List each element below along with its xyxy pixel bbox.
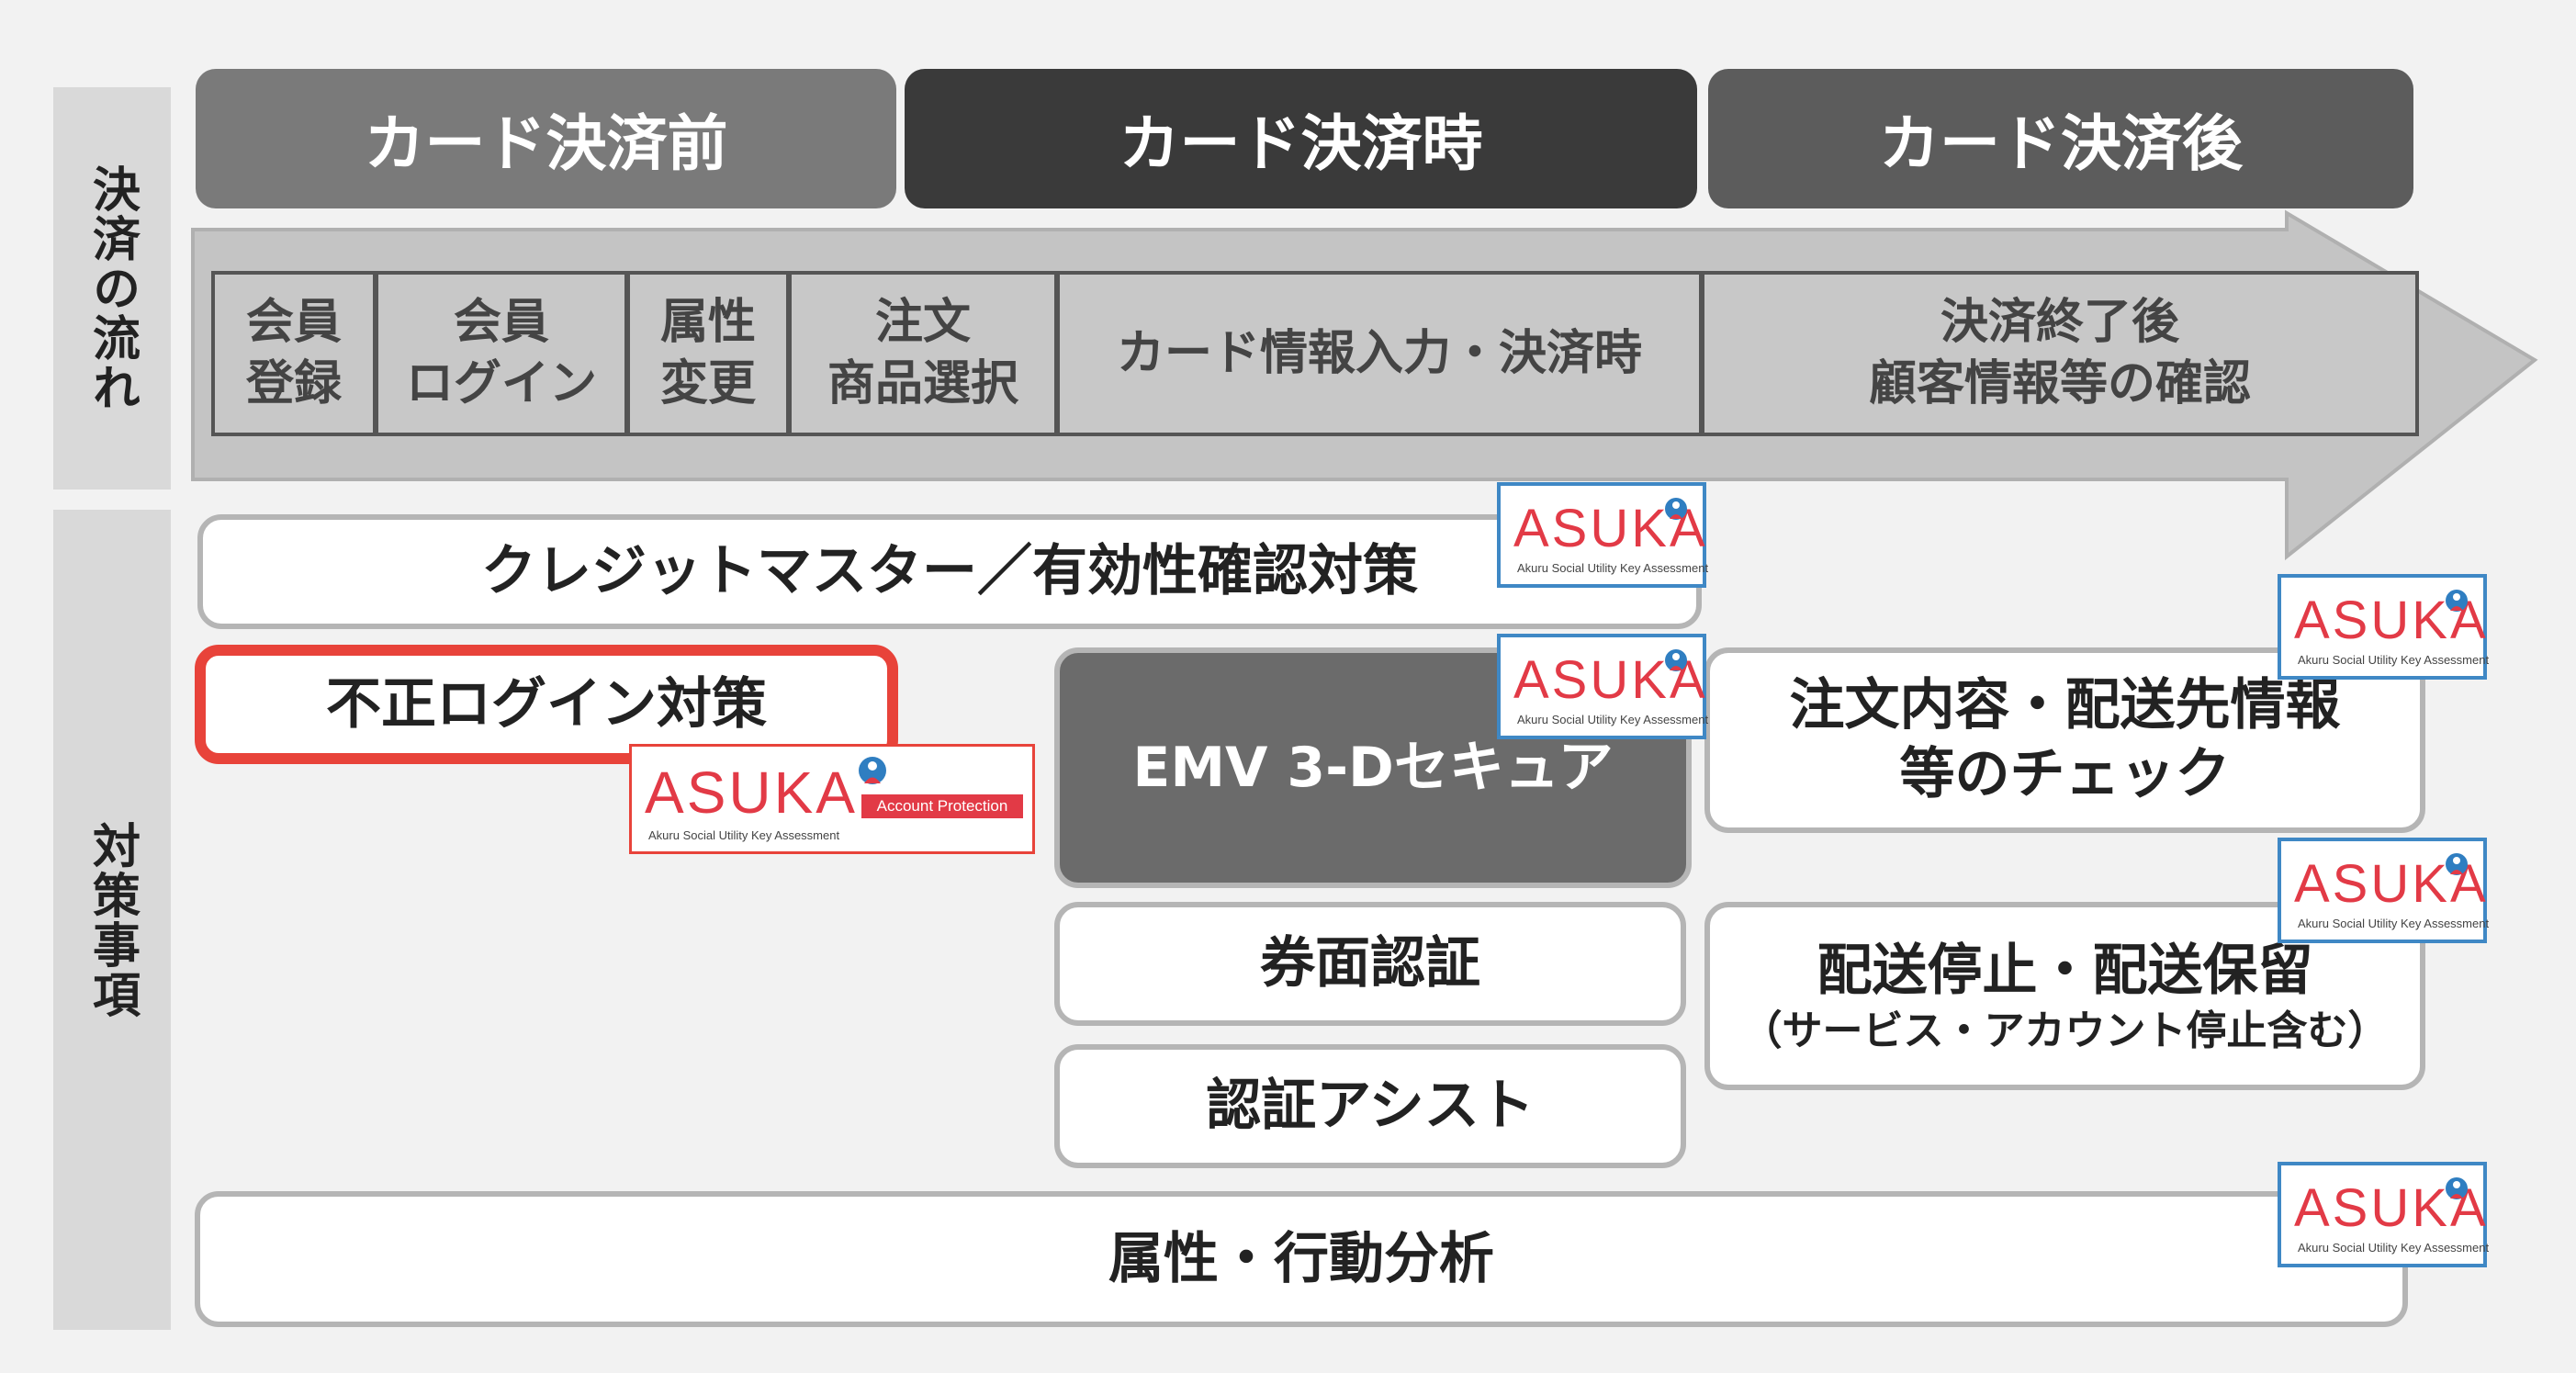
asuka-logo-badge: ASUKA Akuru Social Utility Key Assessmen… [2278, 838, 2490, 943]
phase-during-label: カード決済時 [1119, 108, 1483, 179]
phase-during-payment: カード決済時 [905, 69, 1697, 208]
measure-label: EMV 3-Dセキュア [1132, 735, 1614, 800]
measure-attribute-analysis: 属性・行動分析 [195, 1191, 2408, 1327]
step-label: 決済終了後 顧客情報等の確認 [1868, 295, 2251, 411]
asuka-wordmark: ASUKA [645, 760, 858, 826]
asuka-tagline: Akuru Social Utility Key Assessment [2298, 653, 2490, 667]
asuka-tagline: Akuru Social Utility Key Assessment [1517, 713, 1709, 726]
step-label: カード情報入力・決済時 [1116, 325, 1642, 381]
side-label-measures: 対策事項 [53, 510, 171, 1330]
measure-credit-master: クレジットマスター／有効性確認対策 [197, 514, 1702, 629]
step-label: 注文 商品選択 [827, 295, 1018, 411]
side-label-flow: 決済の流れ [53, 87, 171, 490]
measure-label: 券面認証 [1260, 931, 1480, 996]
asuka-tagline: Akuru Social Utility Key Assessment [1517, 561, 1709, 575]
phase-after-payment: カード決済後 [1708, 69, 2413, 208]
side-label-flow-text: 決済の流れ [84, 164, 140, 412]
step-member-login: 会員 ログイン [375, 271, 628, 436]
step-label: 会員 ログイン [405, 295, 597, 411]
asuka-account-protection-badge: ASUKA Account Protection Akuru Social Ut… [629, 744, 1035, 854]
person-icon [1665, 498, 1687, 520]
measure-shipping-stop: 配送停止・配送保留 （サービス・アカウント停止含む） [1704, 902, 2425, 1090]
asuka-logo-badge: ASUKA Akuru Social Utility Key Assessmen… [1497, 482, 1709, 588]
side-label-measures-text: 対策事項 [84, 820, 140, 1019]
measure-order-check: 注文内容・配送先情報 等のチェック [1704, 647, 2425, 833]
step-label: 会員 登録 [245, 295, 342, 411]
step-attribute-change: 属性 変更 [626, 271, 790, 436]
measure-label: 注文内容・配送先情報 等のチェック [1789, 673, 2341, 806]
measure-label: 認証アシスト [1206, 1074, 1535, 1138]
account-protection-label: Account Protection [861, 794, 1023, 818]
person-icon [1665, 649, 1687, 671]
step-post-payment-check: 決済終了後 顧客情報等の確認 [1701, 271, 2419, 436]
step-member-registration: 会員 登録 [211, 271, 377, 436]
asuka-tagline: Akuru Social Utility Key Assessment [648, 828, 840, 842]
phase-before-label: カード決済前 [364, 108, 728, 179]
asuka-tagline: Akuru Social Utility Key Assessment [2298, 1241, 2490, 1255]
asuka-logo-badge: ASUKA Akuru Social Utility Key Assessmen… [2278, 1162, 2490, 1267]
asuka-tagline: Akuru Social Utility Key Assessment [2298, 917, 2490, 930]
asuka-logo-badge: ASUKA Akuru Social Utility Key Assessmen… [1497, 634, 1709, 739]
measure-auth-assist: 認証アシスト [1054, 1044, 1686, 1168]
measure-label: 配送停止・配送保留 [1817, 938, 2313, 1003]
person-icon [2446, 1177, 2468, 1199]
measure-label: 属性・行動分析 [1108, 1226, 1494, 1291]
measure-note: （サービス・アカウント停止含む） [1741, 1007, 2389, 1054]
phase-after-label: カード決済後 [1879, 108, 2243, 179]
measure-card-face-auth: 券面認証 [1054, 902, 1686, 1026]
step-order-selection: 注文 商品選択 [788, 271, 1058, 436]
step-card-input: カード情報入力・決済時 [1056, 271, 1703, 436]
person-icon [2446, 853, 2468, 875]
measure-label: クレジットマスター／有効性確認対策 [481, 539, 1418, 603]
phase-before-payment: カード決済前 [196, 69, 896, 208]
step-label: 属性 変更 [659, 295, 756, 411]
asuka-logo-badge: ASUKA Akuru Social Utility Key Assessmen… [2278, 574, 2490, 680]
measure-label: 不正ログイン対策 [326, 671, 767, 737]
person-icon [859, 757, 886, 784]
person-icon [2446, 590, 2468, 612]
